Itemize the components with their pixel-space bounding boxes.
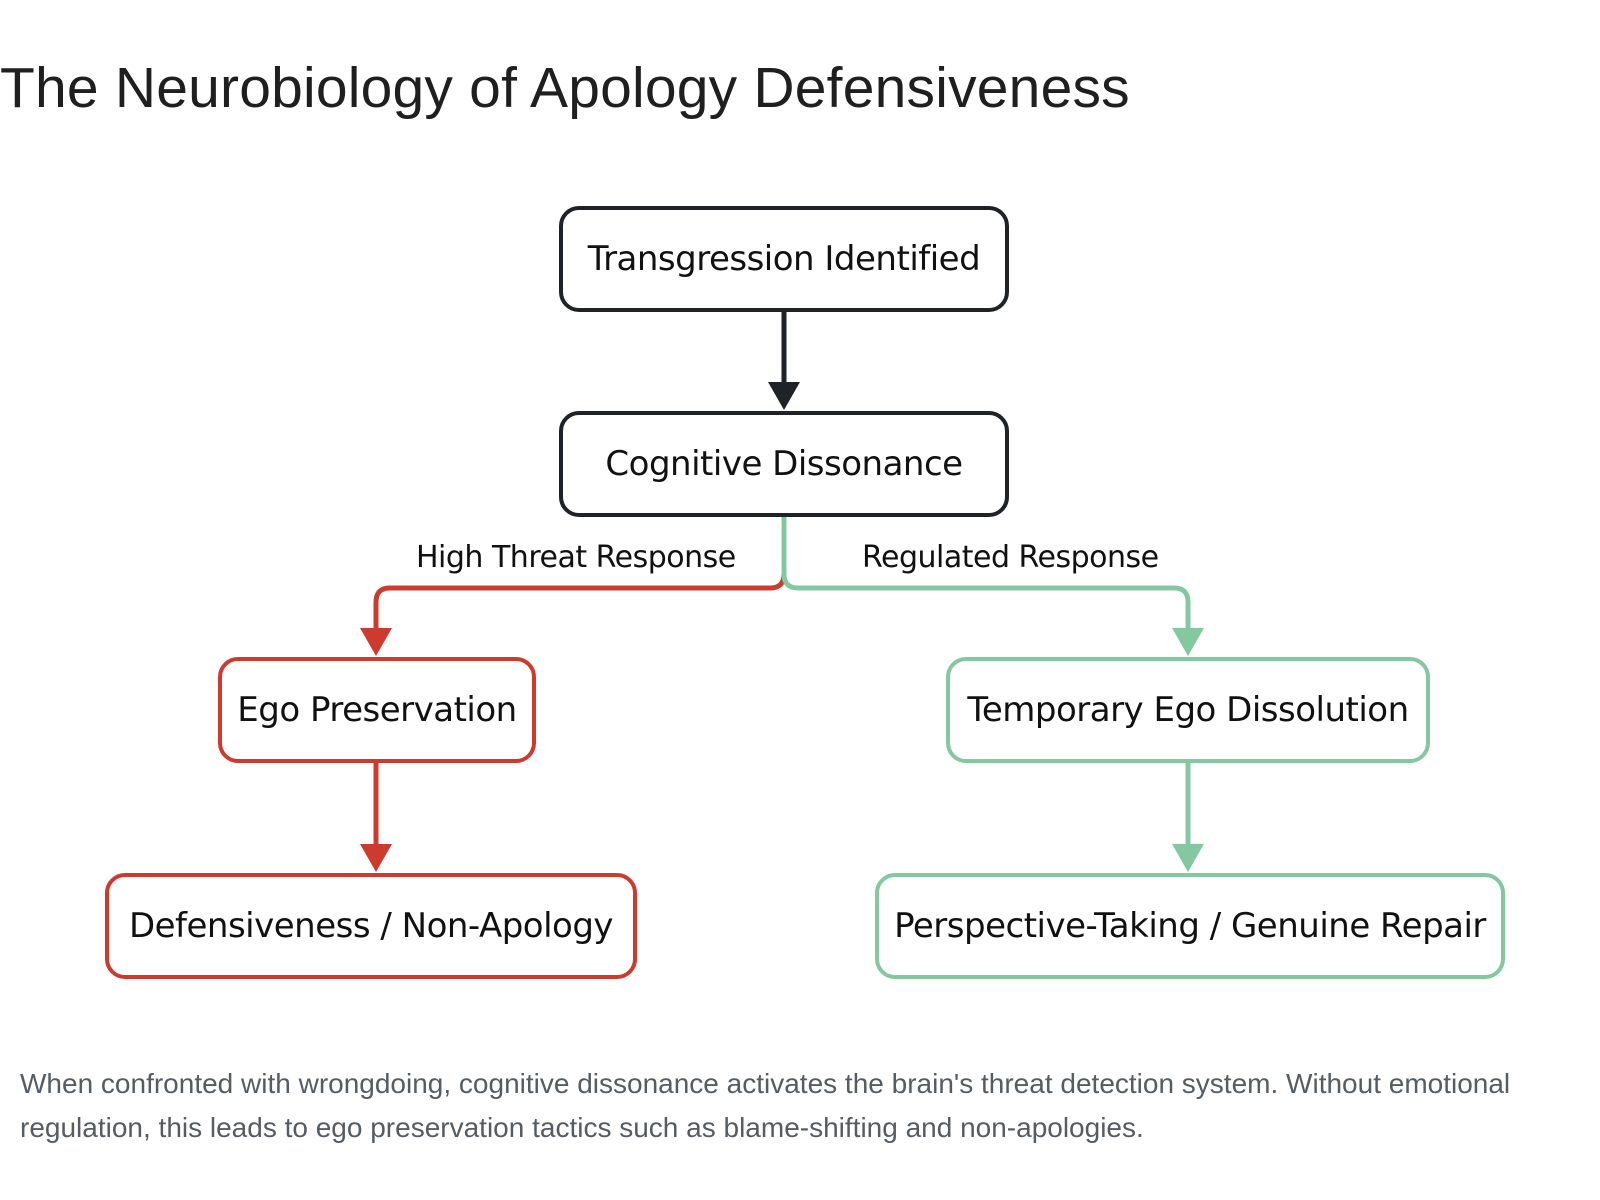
arrowhead-repair	[1172, 844, 1204, 872]
diagram-caption: When confronted with wrongdoing, cogniti…	[20, 1068, 1511, 1143]
node-ego-preservation: Ego Preservation	[218, 657, 536, 763]
node-perspective-taking-genuine-repair: Perspective-Taking / Genuine Repair	[875, 873, 1505, 979]
node-defensiveness-non-apology: Defensiveness / Non-Apology	[105, 873, 637, 979]
arrowhead-ego-preservation	[360, 628, 392, 656]
arrow-dissonance-to-ego-dissolution	[781, 517, 1191, 632]
arrowhead-defensiveness	[360, 844, 392, 872]
node-cognitive-dissonance: Cognitive Dissonance	[559, 411, 1009, 517]
arrowhead-ego-dissolution	[1172, 628, 1204, 656]
node-temporary-ego-dissolution: Temporary Ego Dissolution	[946, 657, 1430, 763]
page-title: The Neurobiology of Apology Defensivenes…	[0, 56, 1130, 120]
edge-label-high-threat: High Threat Response	[416, 540, 736, 575]
arrowhead-dissonance	[768, 382, 800, 410]
edge-label-regulated: Regulated Response	[862, 540, 1159, 575]
node-transgression-identified: Transgression Identified	[559, 206, 1009, 312]
